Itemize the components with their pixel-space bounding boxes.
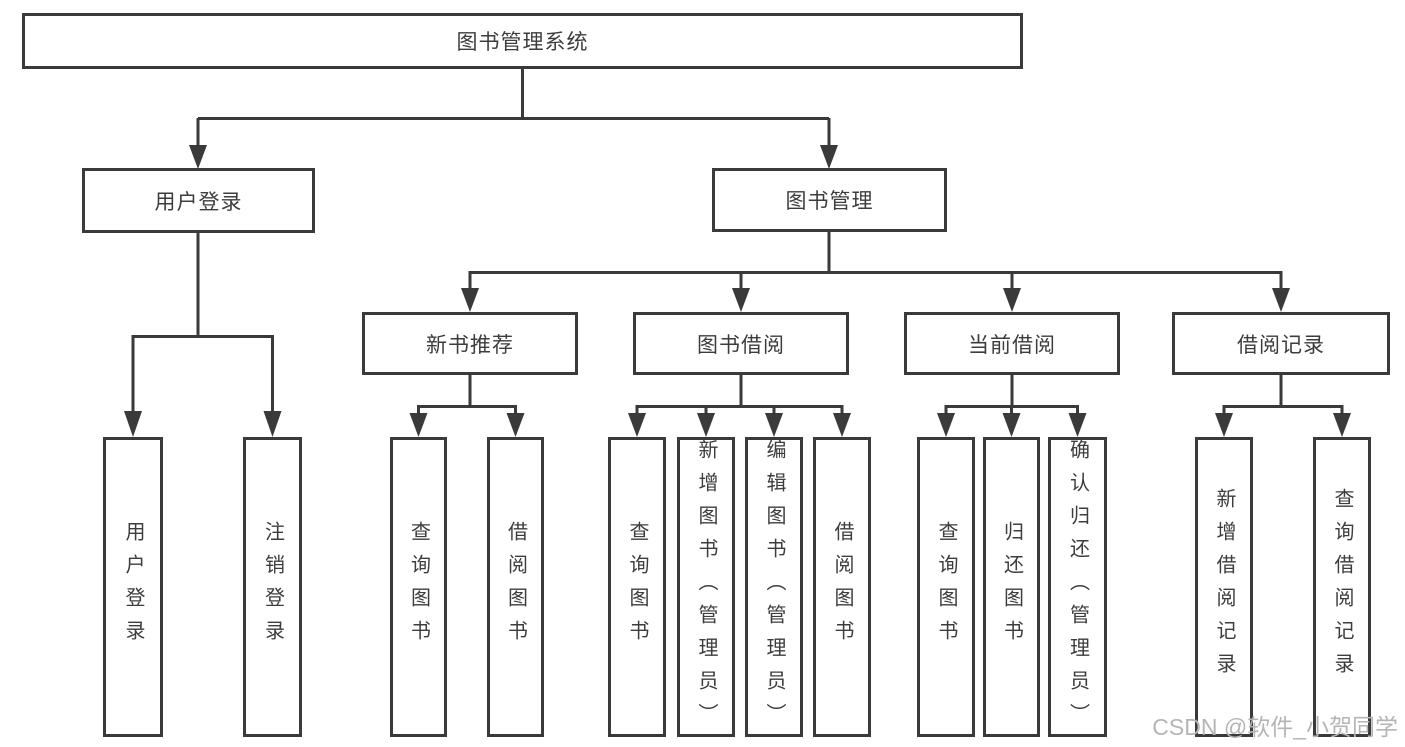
node-label: 归还图书 xyxy=(1000,521,1023,653)
node-label: 注销登录 xyxy=(261,521,284,653)
node-new-book-recommend: 新书推荐 xyxy=(362,312,578,375)
node-label: 查询图书 xyxy=(935,521,957,653)
leaf-query-borrow-record: 查询借阅记录 xyxy=(1313,437,1371,737)
node-book-borrow: 图书借阅 xyxy=(633,312,849,375)
node-label: 编辑图书（管理员） xyxy=(763,438,785,736)
node-label: 用户登录 xyxy=(154,190,243,214)
node-label: 用户登录 xyxy=(122,521,144,653)
node-label: 新增图书（管理员） xyxy=(695,438,717,736)
node-label: 确认归还（管理员） xyxy=(1066,438,1089,736)
node-book-management: 图书管理 xyxy=(712,168,947,232)
leaf-user-login: 用户登录 xyxy=(103,437,163,737)
leaf-confirm-return-admin: 确认归还（管理员） xyxy=(1048,437,1107,737)
node-borrow-records: 借阅记录 xyxy=(1172,312,1390,375)
node-label: 图书借阅 xyxy=(697,333,785,357)
node-label: 查询图书 xyxy=(407,521,430,653)
node-label: 当前借阅 xyxy=(968,333,1056,357)
node-label: 图书管理系统 xyxy=(456,31,589,54)
node-label: 借阅图书 xyxy=(831,521,853,653)
leaf-query-books-3: 查询图书 xyxy=(917,437,975,737)
node-root: 图书管理系统 xyxy=(22,13,1023,69)
node-label: 新书推荐 xyxy=(426,333,514,357)
node-label: 查询图书 xyxy=(626,521,648,653)
leaf-query-books-2: 查询图书 xyxy=(608,437,666,737)
node-label: 借阅记录 xyxy=(1237,333,1325,357)
node-current-borrow: 当前借阅 xyxy=(904,312,1120,375)
node-label: 图书管理 xyxy=(785,190,874,213)
leaf-return-book: 归还图书 xyxy=(983,437,1040,737)
node-label: 借阅图书 xyxy=(504,521,527,653)
watermark: CSDN @软件_小贺同学 xyxy=(1152,714,1398,740)
leaf-query-books-1: 查询图书 xyxy=(390,437,447,737)
node-label: 查询借阅记录 xyxy=(1331,488,1353,686)
node-user-login: 用户登录 xyxy=(82,168,315,233)
leaf-add-book-admin: 新增图书（管理员） xyxy=(677,437,735,737)
leaf-edit-book-admin: 编辑图书（管理员） xyxy=(745,437,803,737)
leaf-add-borrow-record: 新增借阅记录 xyxy=(1195,437,1253,737)
leaf-logout: 注销登录 xyxy=(243,437,302,737)
node-label: 新增借阅记录 xyxy=(1213,488,1235,686)
leaf-borrow-books-1: 借阅图书 xyxy=(487,437,544,737)
leaf-borrow-books-2: 借阅图书 xyxy=(813,437,871,737)
